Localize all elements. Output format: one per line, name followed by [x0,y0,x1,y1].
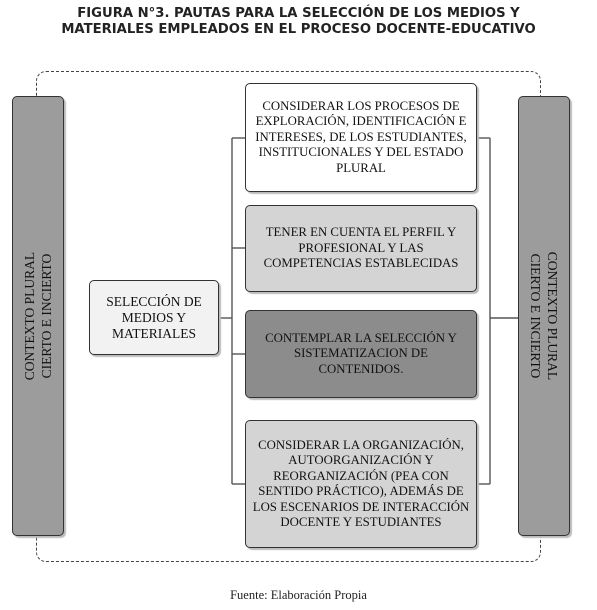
guideline-box-4: CONSIDERAR LA ORGANIZACIÓN, AUTOORGANIZA… [245,420,477,548]
guideline-text-3: CONTEMPLAR LA SELECCIÓN Y SISTEMATIZACIO… [265,330,457,376]
context-right-label: CONTEXTO PLURAL CIERTO E INCIERTO [527,252,561,380]
guideline-text-4: CONSIDERAR LA ORGANIZACIÓN, AUTOORGANIZA… [252,437,470,530]
context-left-label: CONTEXTO PLURAL CIERTO E INCIERTO [21,252,55,380]
guideline-box-3: CONTEMPLAR LA SELECCIÓN Y SISTEMATIZACIO… [245,310,477,398]
center-selection-box: SELECCIÓN DE MEDIOS Y MATERIALES [89,280,219,355]
center-selection-label: SELECCIÓN DE MEDIOS Y MATERIALES [106,293,202,341]
context-right-box: CONTEXTO PLURAL CIERTO E INCIERTO [518,96,570,536]
guideline-text-1: CONSIDERAR LOS PROCESOS DE EXPLORACIÓN, … [255,98,467,175]
figure-title: FIGURA N°3. PAUTAS PARA LA SELECCIÓN DE … [0,6,597,38]
guideline-box-2: TENER EN CUENTA EL PERFIL Y PROFESIONAL … [245,205,477,292]
context-left-line-1: CONTEXTO PLURAL [22,251,37,381]
guideline-box-1: CONSIDERAR LOS PROCESOS DE EXPLORACIÓN, … [245,83,477,192]
source-caption: Fuente: Elaboración Propia [230,588,367,602]
context-right-line-2: CIERTO E INCIERTO [528,253,543,379]
guideline-text-2: TENER EN CUENTA EL PERFIL Y PROFESIONAL … [263,225,459,271]
context-left-line-2: CIERTO E INCIERTO [39,253,54,379]
context-left-box: CONTEXTO PLURAL CIERTO E INCIERTO [12,96,64,536]
context-right-line-1: CONTEXTO PLURAL [545,251,560,381]
figure-title-line-2: MATERIALES EMPLEADOS EN EL PROCESO DOCEN… [61,22,536,37]
figure-title-line-1: FIGURA N°3. PAUTAS PARA LA SELECCIÓN DE … [77,6,520,21]
